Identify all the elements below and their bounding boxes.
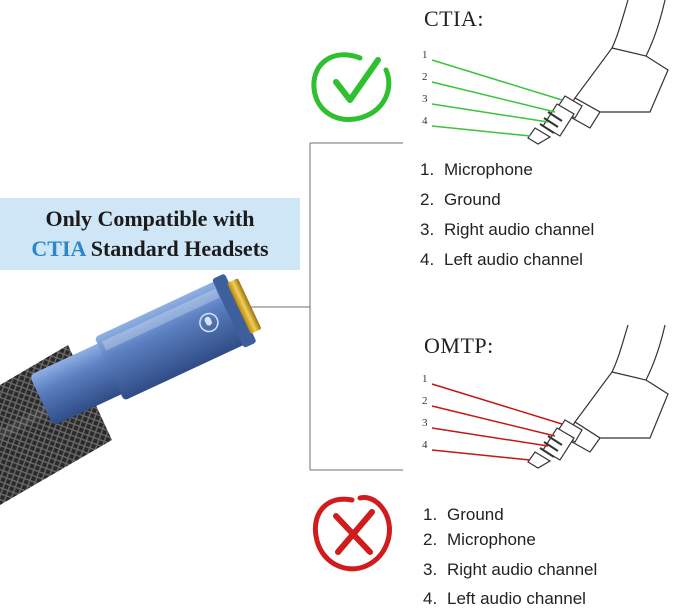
list-item: 1.Microphone — [420, 160, 533, 179]
banner-line-2: CTIA Standard Headsets — [31, 234, 268, 264]
omtp-pin-4: 4 — [422, 439, 428, 451]
ctia-pinout-list: 1.Microphone 2.Ground 3.Right audio chan… — [420, 160, 670, 280]
list-item: 3.Right audio channel — [420, 220, 595, 239]
ctia-pin-wires — [431, 59, 563, 137]
omtp-plug-image — [527, 324, 669, 469]
audio-adapter-image — [0, 274, 261, 505]
ctia-pin-1: 1 — [422, 49, 428, 61]
omtp-pin-3: 3 — [422, 417, 428, 429]
ctia-pin-3: 3 — [422, 93, 428, 105]
list-item: 2.Ground — [420, 190, 501, 209]
list-item: 4.Left audio channel — [423, 589, 586, 608]
ctia-pin-4: 4 — [422, 115, 428, 127]
compatibility-banner: Only Compatible with CTIA Standard Heads… — [0, 198, 300, 270]
omtp-title: OMTP: — [424, 333, 494, 358]
omtp-pin-2: 2 — [422, 395, 428, 407]
ctia-pin-2: 2 — [422, 71, 428, 83]
list-item: 4.Left audio channel — [420, 250, 583, 269]
omtp-pin-wires — [431, 383, 563, 461]
omtp-pin-1: 1 — [422, 373, 428, 385]
omtp-pinout-list: 1.Ground 2.Microphone 3.Right audio chan… — [423, 505, 673, 608]
list-item: 1.Ground — [423, 505, 504, 524]
banner-accent-ctia: CTIA — [31, 236, 86, 261]
list-item: 3.Right audio channel — [423, 560, 598, 579]
banner-line-1: Only Compatible with — [45, 206, 255, 231]
banner-line-2-rest: Standard Headsets — [90, 236, 269, 261]
list-item: 2.Microphone — [423, 530, 536, 549]
ctia-title: CTIA: — [424, 6, 484, 31]
bracket-lines — [238, 142, 403, 471]
cross-mark-icon — [312, 495, 392, 572]
ctia-plug-image — [527, 0, 669, 145]
check-mark-icon — [311, 52, 392, 122]
